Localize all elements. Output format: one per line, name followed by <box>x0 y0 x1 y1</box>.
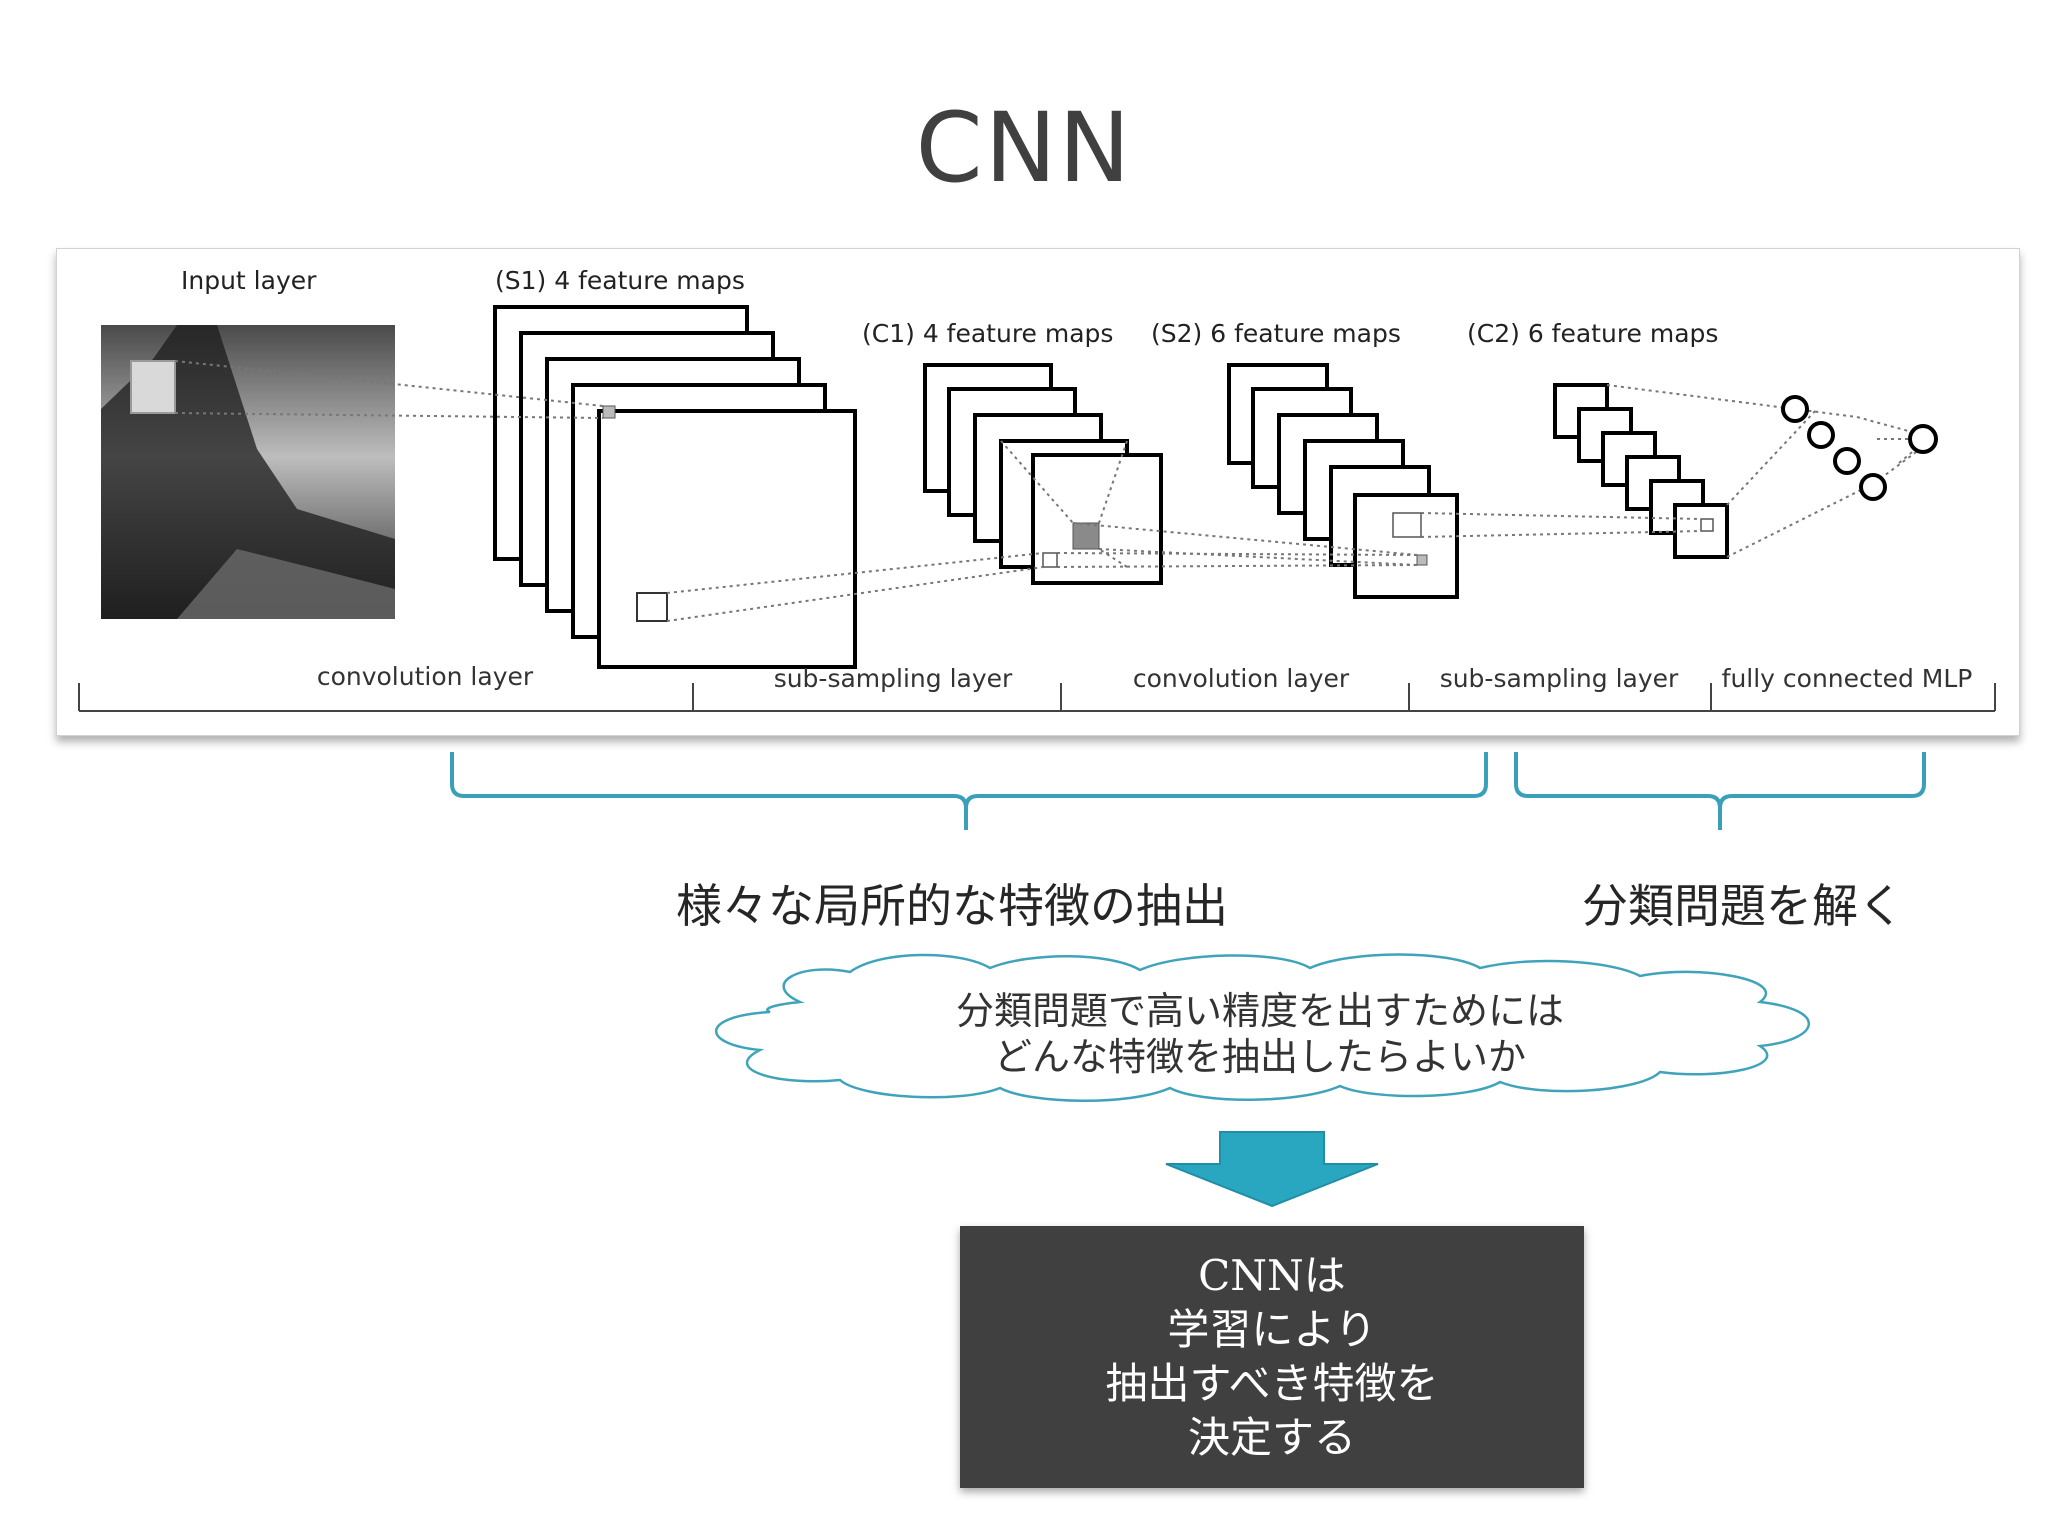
section-label-subsampling-1: sub-sampling layer <box>774 664 1013 693</box>
cloud-question: 分類問題で高い精度を出すためには どんな特徴を抽出したらよいか <box>880 988 1640 1080</box>
section-label-convolution-2: convolution layer <box>1133 664 1350 693</box>
section-label-fully-connected: fully connected MLP <box>1722 664 1973 693</box>
conclusion-line-4: 決定する <box>1187 1413 1356 1462</box>
conclusion-line-1: CNNは <box>1198 1251 1346 1300</box>
c2-label: (C2) 6 feature maps <box>1467 319 1718 348</box>
s1-label: (S1) 4 feature maps <box>495 266 745 295</box>
feature-extraction-caption: 様々な局所的な特徴の抽出 <box>676 879 1228 933</box>
down-arrow <box>1165 1131 1379 1208</box>
cloud-line-2: どんな特徴を抽出したらよいか <box>993 1035 1526 1079</box>
c1-label: (C1) 4 feature maps <box>862 319 1113 348</box>
cloud-line-1: 分類問題で高い精度を出すためには <box>955 989 1564 1033</box>
section-label-subsampling-2: sub-sampling layer <box>1440 664 1679 693</box>
cnn-diagram: Input layer (S1) 4 feature maps (C1) 4 f… <box>78 266 1996 712</box>
s2-label: (S2) 6 feature maps <box>1151 319 1401 348</box>
thought-cloud <box>715 953 1810 1102</box>
input-image <box>101 325 395 619</box>
c2-feature-maps <box>1553 383 1729 559</box>
cnn-architecture-figure: Input layer (S1) 4 feature maps (C1) 4 f… <box>56 248 2020 736</box>
conclusion-line-3: 抽出すべき特徴を <box>1105 1359 1439 1408</box>
input-layer-label: Input layer <box>181 266 317 295</box>
brace-feature-extraction <box>450 752 1488 830</box>
section-label-convolution-1: convolution layer <box>317 662 534 691</box>
brace-classification <box>1514 752 1926 830</box>
connection-lines <box>174 360 1924 622</box>
s1-feature-maps <box>493 305 857 669</box>
conclusion-box: CNNは 学習により 抽出すべき特徴を 決定する <box>960 1226 1584 1488</box>
classification-caption: 分類問題を解く <box>1582 879 1904 933</box>
slide-title: CNN <box>915 92 1133 204</box>
section-scale <box>78 683 1996 712</box>
conclusion-line-2: 学習により <box>1167 1305 1377 1354</box>
mlp-nodes <box>1781 395 1938 501</box>
